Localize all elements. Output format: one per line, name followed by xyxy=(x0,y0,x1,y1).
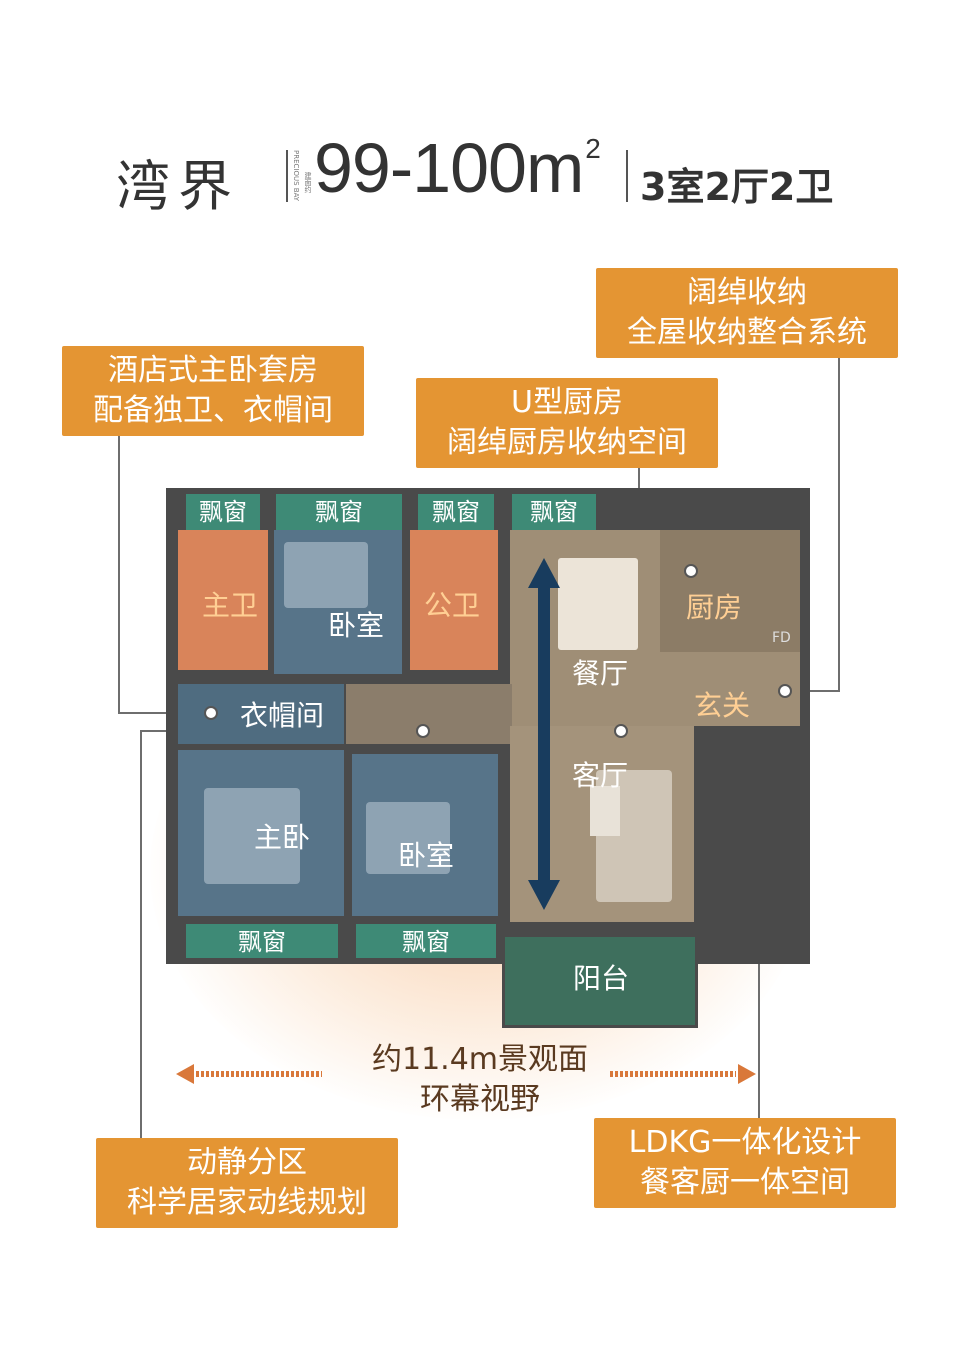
fridge-label: FD xyxy=(772,630,791,646)
dining-table xyxy=(558,558,638,650)
callout-ldkg: LDKG一体化设计 餐客厨一体空间 xyxy=(594,1118,896,1208)
marker-dot-closet xyxy=(204,706,218,720)
label-living: 客厅 xyxy=(572,759,629,792)
room-closet: 衣帽间 xyxy=(178,684,344,744)
callout-master-suite: 酒店式主卧套房 配备独卫、衣帽间 xyxy=(62,346,364,436)
marker-dot-living xyxy=(614,724,628,738)
callout-kitchen: U型厨房 阔绰厨房收纳空间 xyxy=(416,378,718,468)
callout-zoning-line2: 科学居家动线规划 xyxy=(127,1185,367,1220)
bay-window-2: 飘窗 xyxy=(276,494,402,530)
label-kitchen: 厨房 xyxy=(686,591,743,624)
coffee-table xyxy=(590,786,620,836)
corridor xyxy=(346,684,512,744)
room-kitchen: 厨房 FD xyxy=(660,530,800,652)
callout-kitchen-line2: 阔绰厨房收纳空间 xyxy=(447,425,687,460)
callout-storage-line2: 全屋收纳整合系统 xyxy=(627,315,867,350)
tiny-label-cn: 建面约 xyxy=(304,172,312,193)
bay-window-1: 飘窗 xyxy=(186,494,260,530)
tiny-label-en: PRECIOUS BAY xyxy=(292,150,300,202)
callout-master-suite-line2: 配备独卫、衣帽间 xyxy=(93,393,333,428)
callout-master-suite-line1: 酒店式主卧套房 xyxy=(108,353,318,388)
label-balcony: 阳台 xyxy=(573,962,630,995)
label-bedroom-bottom: 卧室 xyxy=(398,839,455,872)
callout-ldkg-line1: LDKG一体化设计 xyxy=(628,1125,862,1160)
callout-storage-line1: 阔绰收纳 xyxy=(687,275,807,310)
leader-line-master-h xyxy=(118,712,210,714)
label-entrance: 玄关 xyxy=(694,689,751,722)
bay-window-3: 飘窗 xyxy=(418,494,494,530)
area-number: 99-100m xyxy=(314,129,584,207)
bay-window-5: 飘窗 xyxy=(186,924,338,958)
label-master-bedroom: 主卧 xyxy=(254,821,311,854)
bay-window-6: 飘窗 xyxy=(356,924,496,958)
view-line2: 环幕视野 xyxy=(420,1082,540,1117)
marker-dot-entrance xyxy=(778,684,792,698)
view-line1: 约11.4m景观面 xyxy=(371,1042,589,1077)
room-bedroom-bottom: 卧室 xyxy=(352,754,498,916)
callout-storage: 阔绰收纳 全屋收纳整合系统 xyxy=(596,268,898,358)
room-public-bath: 公卫 xyxy=(410,530,498,670)
leader-line-storage xyxy=(838,358,840,692)
bed-master xyxy=(204,788,300,884)
room-balcony: 阳台 xyxy=(502,934,698,1028)
double-arrow-icon xyxy=(528,558,560,910)
callout-zoning: 动静分区 科学居家动线规划 xyxy=(96,1138,398,1228)
project-name: 湾界 xyxy=(116,155,240,218)
room-master-bedroom: 主卧 xyxy=(178,750,344,916)
header-divider-2 xyxy=(626,150,628,202)
area-superscript: 2 xyxy=(585,133,601,164)
callout-zoning-line1: 动静分区 xyxy=(187,1145,307,1180)
bay-window-4: 飘窗 xyxy=(512,494,596,530)
label-bedroom-top: 卧室 xyxy=(328,609,385,642)
area-value: 99-100m2 xyxy=(314,128,601,208)
leader-line-storage-h xyxy=(786,690,840,692)
callout-ldkg-line2: 餐客厨一体空间 xyxy=(640,1165,850,1200)
layout-type: 3室2厅2卫 xyxy=(640,165,834,209)
right-arrow-icon xyxy=(610,1064,756,1084)
floor-plan: 飘窗 飘窗 飘窗 飘窗 主卫 卧室 公卫 餐厅 厨房 FD 玄关 衣帽间 主卧 … xyxy=(166,488,810,1028)
left-arrow-icon xyxy=(176,1064,322,1084)
label-closet: 衣帽间 xyxy=(240,699,325,732)
label-public-bath: 公卫 xyxy=(424,589,481,622)
room-master-bath: 主卫 xyxy=(178,530,268,670)
bed-bottom xyxy=(366,802,450,874)
marker-dot-kitchen xyxy=(684,564,698,578)
room-dining: 餐厅 xyxy=(510,530,800,726)
callout-kitchen-line1: U型厨房 xyxy=(511,385,623,420)
leader-line-zoning xyxy=(140,730,142,1138)
bed-top xyxy=(284,542,368,608)
label-master-bath: 主卫 xyxy=(202,589,259,622)
header-divider xyxy=(286,150,288,202)
label-dining: 餐厅 xyxy=(572,657,629,690)
room-bedroom-top: 卧室 xyxy=(274,530,402,674)
view-caption: 约11.4m景观面 环幕视野 xyxy=(330,1040,630,1120)
marker-dot-corridor xyxy=(416,724,430,738)
leader-line-master xyxy=(118,436,120,714)
